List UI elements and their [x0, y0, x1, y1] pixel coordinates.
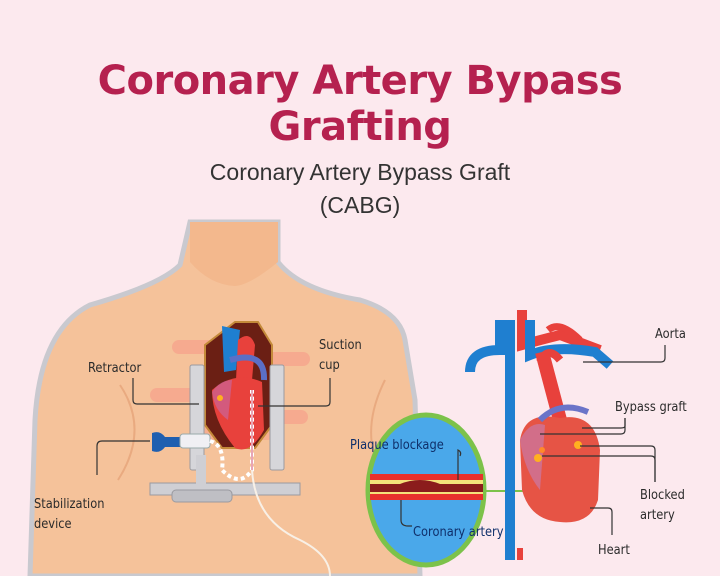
label-bypass-graft: Bypass graft: [615, 400, 687, 415]
retractor-illustration: [149, 364, 301, 503]
label-stabilization-device: Stabilization device: [34, 495, 104, 535]
leader-lines-right: [540, 345, 666, 535]
label-suction-cup-line-1: Suction: [319, 338, 362, 353]
label-coronary-artery: Coronary artery: [413, 525, 504, 540]
label-stabilization-line-2: device: [34, 517, 72, 532]
label-heart: Heart: [598, 543, 630, 558]
leader-lines-left: [96, 378, 331, 475]
subtitle-line-1: Coronary Artery Bypass Graft: [209, 159, 511, 185]
label-blocked-artery-line-1: Blocked: [640, 488, 685, 503]
label-blocked-artery-line-2: artery: [640, 508, 675, 523]
label-aorta: Aorta: [655, 327, 686, 342]
label-plaque-blockage: Plaque blockage: [350, 438, 444, 453]
label-suction-cup-line-2: cup: [319, 358, 340, 373]
label-stabilization-line-1: Stabilization: [34, 497, 105, 512]
page-title: Coronary Artery Bypass Grafting: [97, 58, 623, 150]
label-suction-cup: Suction cup: [319, 336, 362, 376]
plaque-callout: [365, 412, 530, 568]
subtitle-line-2: (CABG): [319, 192, 401, 218]
open-chest-heart: [204, 321, 273, 450]
diagram-subtitle: Coronary Artery Bypass Graft (CABG): [0, 156, 720, 222]
label-retractor: Retractor: [88, 361, 142, 376]
label-blocked-artery: Blocked artery: [640, 486, 685, 526]
heart-with-bypass-illustration: [465, 310, 614, 560]
stabilization-device-illustration: [152, 390, 331, 576]
